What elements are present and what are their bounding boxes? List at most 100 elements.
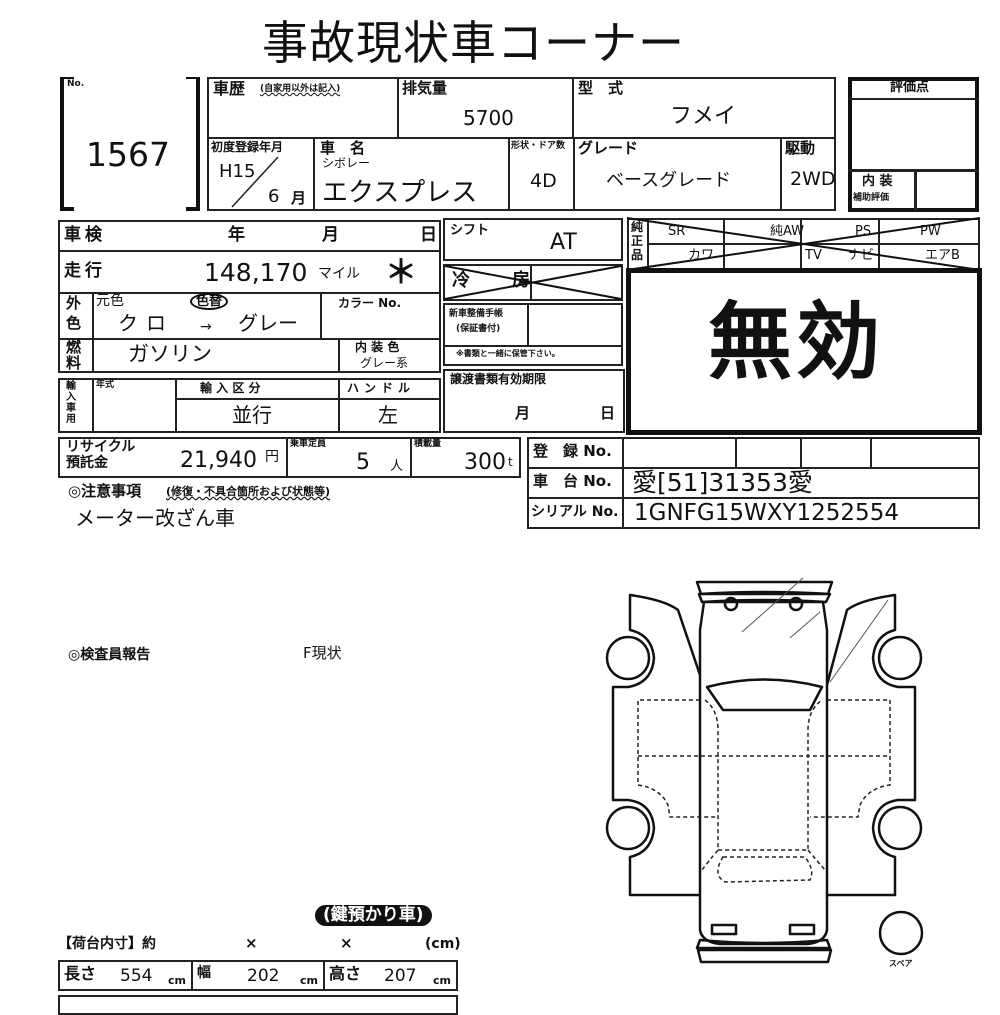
load-unit: t [508,455,513,469]
cargo-width-value: 202 [247,966,280,986]
history-note: (自家用以外は記入) [260,84,341,94]
transfer-docs-label: 譲渡書類有効期限 [450,372,547,386]
equipment-item-tv: TV [805,248,822,263]
wheel-front-right [877,805,923,851]
shift-label: シフト [450,223,490,238]
divider [58,338,441,340]
capacity-value: 5 [356,450,370,475]
divider [207,137,836,139]
divider [320,292,322,338]
first-reg-year: H15 [219,161,256,182]
car-damage-diagram [605,577,924,964]
first-reg-label: 初度登録年月 [211,140,284,154]
car-maker: シボレー [322,156,371,170]
history-label: 車歴 [213,79,246,98]
divider [527,497,980,499]
cargo-label: 【荷台内寸】約 [58,936,156,952]
interior-label: 内 装 [862,174,893,189]
cargo-height-unit: cm [433,974,451,987]
lot-number: 1567 [86,135,170,174]
divider [735,437,737,467]
cargo-extra-box [58,995,458,1015]
headlight-right [788,923,816,936]
transfer-docs-day: 日 [600,404,616,422]
cargo-width-label: 幅 [197,965,211,981]
condition-block [58,220,441,373]
damage-marks [741,577,889,683]
new-color: グレー [238,311,298,335]
displacement-value: 5700 [463,106,514,130]
inspector-report-label: ◎検査員報告 [68,647,151,663]
aircon-label: 冷 房 [452,270,542,291]
vehicle-info-block [207,77,836,211]
inspection-label: 車検 [64,225,106,245]
aircon-cross [444,265,622,300]
cargo-dimension-table [58,960,458,991]
left-door-panel [611,593,702,897]
divider [573,137,575,211]
import-block [58,378,441,433]
transfer-docs-box [443,369,625,433]
inspector-report-value: F現状 [303,644,342,662]
serial-no-value: 1GNFG15WXY1252554 [634,500,899,526]
notes-sub: (修復・不具合箇所および状態等) [166,485,331,498]
divider [191,960,193,991]
cargo-length-value: 554 [120,966,153,986]
import-type-label: 輸 入 区 分 [200,381,261,395]
transfer-docs-month: 月 [515,404,531,422]
load-value: 300 [464,450,506,475]
color-arrow: → [200,319,212,335]
fuel-label-2: 料 [66,354,82,372]
original-color: クロ [118,311,174,335]
exterior-color-label-1: 外 [66,294,82,312]
cargo-length-label: 長さ [64,964,97,983]
divider [780,137,782,211]
wheel-rear-left [605,635,651,681]
model-code-label: 型 式 [578,79,624,97]
serial-no-label: シリアル No. [531,504,619,520]
maintenance-book-note: ※書類と一緒に保管下さい。 [456,349,560,358]
recycle-value: 21,940 [180,448,257,473]
notes-value: メーター改ざん車 [75,506,235,530]
first-reg-month-unit: 月 [291,189,307,207]
divider [622,437,624,529]
cargo-length-unit: cm [168,974,186,987]
registration-table [527,437,980,529]
divider [508,137,510,211]
notes-label: ◎注意事項 [68,482,142,500]
right-door-panel [825,593,917,897]
recycle-row [58,437,521,478]
inspection-month: 月 [322,225,339,245]
mileage-tamper-mark: ＊ [385,253,418,291]
fuel-value: ガソリン [128,342,212,366]
handle-label: ハンドル [347,381,416,395]
equipment-label: 純正品 [631,220,644,262]
mileage-value: 148,170 [204,258,308,287]
handle-value: 左 [378,403,398,427]
color-no-label: カラー No. [338,296,402,310]
lot-no-label: No. [67,79,85,89]
divider [443,345,623,347]
grade-label: グレード [578,139,639,157]
rear-lamp-left [723,596,739,612]
maintenance-book-sub: (保証書付) [456,324,501,334]
recycle-label-1: リサイクル [66,439,136,455]
body-doors-value: 4D [530,170,557,192]
inspection-year: 年 [228,225,245,245]
divider [175,378,177,433]
headlight-left [710,923,738,936]
spare-label: スペア [889,959,913,968]
divider [572,77,574,137]
rating-box [848,77,979,212]
interior-color-value: グレー系 [360,356,409,370]
divider [870,437,872,467]
cargo-unit: (cm) [425,936,461,952]
divider [175,398,441,400]
divider [92,292,94,373]
interior-color-label: 内 装 色 [355,340,400,354]
wheel-rear-right [877,635,923,681]
drive-label: 駆動 [785,139,816,157]
panel-dashed-lines [637,699,891,883]
divider [92,378,94,433]
shift-box [443,218,623,261]
